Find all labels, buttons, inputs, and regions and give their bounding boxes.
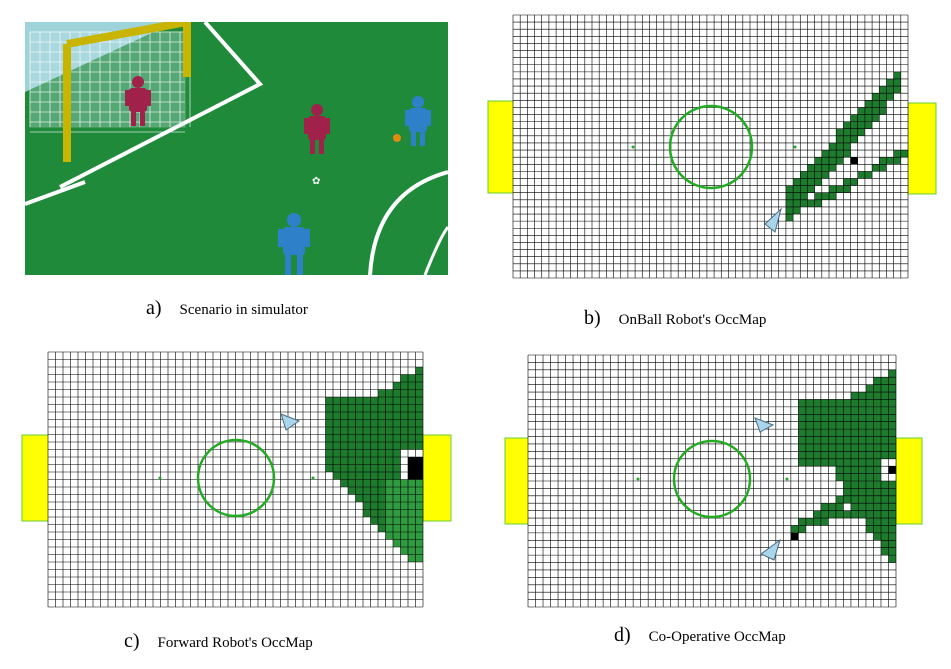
- occupied-cells: [790, 369, 896, 563]
- occupied-cells: [325, 367, 423, 562]
- robot-marker-icon: [754, 417, 775, 433]
- caption-d: d) Co-Operative OccMap: [614, 624, 786, 647]
- blue-robot-forward: [278, 213, 310, 275]
- occupancy-map-onball: [487, 14, 937, 279]
- caption-a: a) Scenario in simulator: [146, 297, 308, 320]
- left-goal: [21, 434, 50, 522]
- red-robot-goalie: [125, 76, 151, 126]
- left-goal: [504, 437, 530, 525]
- caption-letter: c): [124, 630, 140, 652]
- occupancy-map-cooperative: [504, 354, 923, 608]
- svg-text:✿: ✿: [312, 176, 320, 187]
- robot-marker-icon: [764, 207, 782, 233]
- robot-marker-icon: [280, 413, 301, 431]
- caption-letter: b): [584, 307, 601, 329]
- ball-icon: [393, 134, 401, 142]
- penalty-dot: [158, 476, 162, 480]
- penalty-dot: [785, 477, 789, 481]
- penalty-dot: [636, 477, 640, 481]
- occupancy-map-forward: [21, 351, 452, 608]
- penalty-dot: [631, 145, 635, 149]
- caption-b: b) OnBall Robot's OccMap: [584, 307, 766, 330]
- simulator-scene: ✿: [25, 22, 448, 275]
- goal-net: [29, 31, 186, 128]
- right-goal: [907, 102, 937, 195]
- center-circle: [672, 439, 752, 519]
- robot-marker-icon: [760, 538, 781, 561]
- blue-robot-onball: [405, 96, 431, 146]
- caption-c: c) Forward Robot's OccMap: [124, 630, 313, 653]
- penalty-dot: [311, 476, 315, 480]
- red-robot-field: [304, 104, 330, 154]
- left-goal: [487, 100, 515, 194]
- grid-lines: [47, 351, 424, 608]
- caption-text: Co-Operative OccMap: [648, 629, 786, 645]
- caption-letter: d): [614, 624, 631, 646]
- center-circle: [668, 104, 754, 190]
- right-goal: [895, 437, 923, 525]
- occupied-cells: [785, 71, 908, 222]
- caption-letter: a): [146, 297, 162, 319]
- caption-text: Forward Robot's OccMap: [157, 635, 313, 651]
- center-circle: [196, 438, 276, 518]
- caption-text: Scenario in simulator: [179, 302, 308, 318]
- grid-lines: [512, 14, 909, 279]
- penalty-dot: [793, 145, 797, 149]
- right-goal: [422, 434, 452, 522]
- caption-text: OnBall Robot's OccMap: [618, 312, 767, 328]
